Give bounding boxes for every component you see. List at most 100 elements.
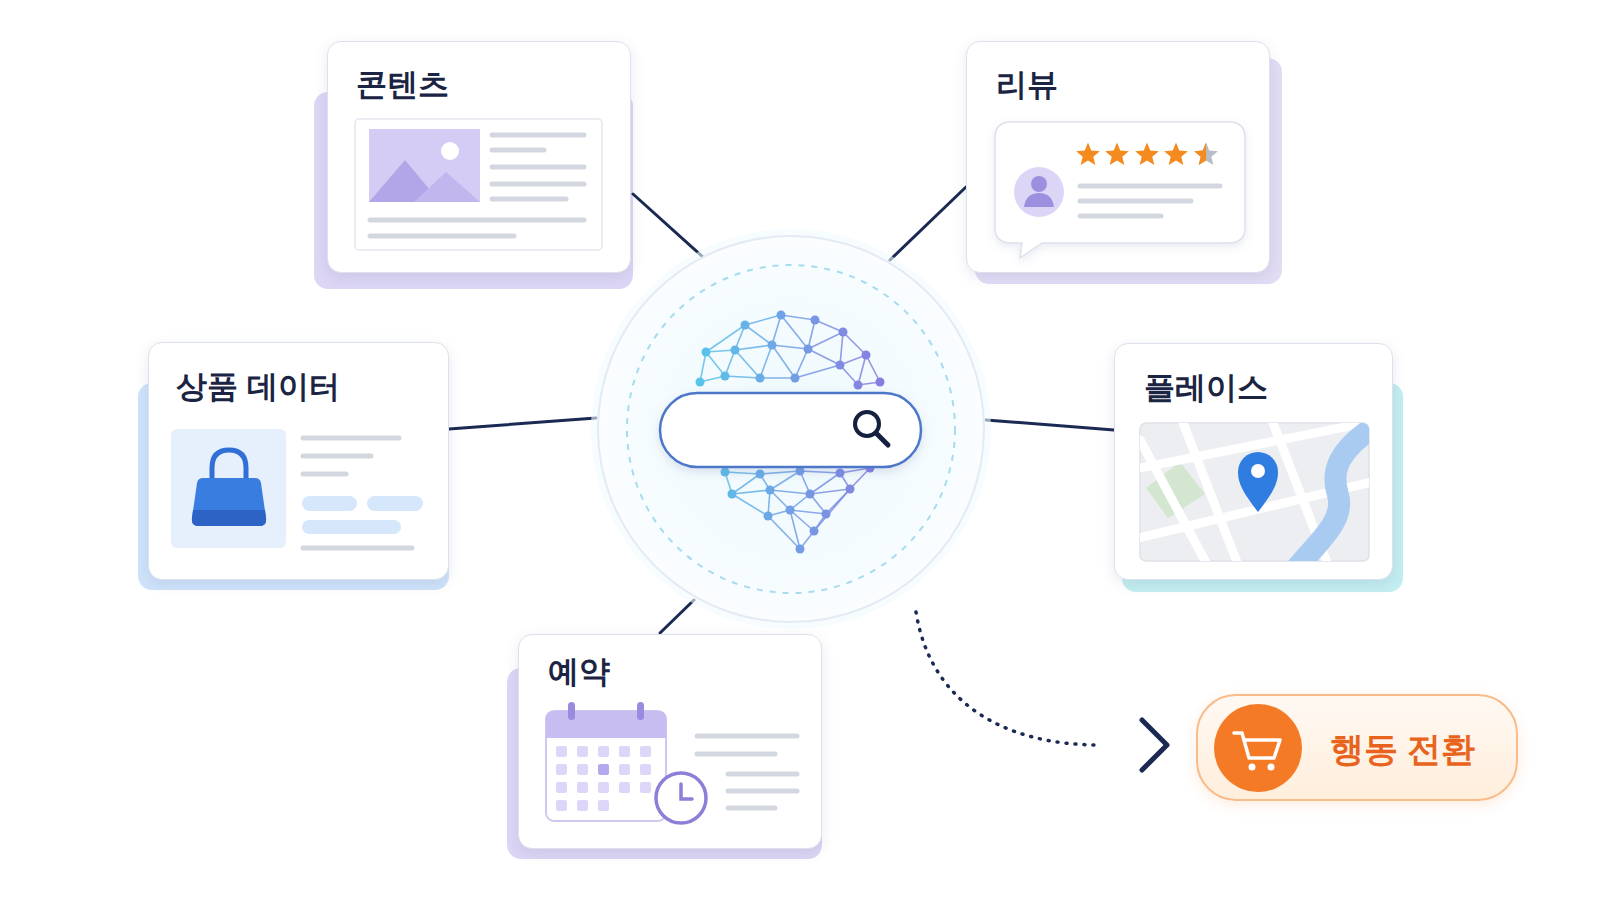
brain-network bbox=[702, 348, 711, 357]
calendar-grid bbox=[598, 800, 609, 811]
brain-network bbox=[735, 350, 760, 378]
rating-stars bbox=[1135, 143, 1159, 166]
map-illustration bbox=[1140, 480, 1369, 540]
brain-network bbox=[840, 468, 870, 473]
brain-network bbox=[772, 315, 781, 345]
map-illustration bbox=[1270, 423, 1330, 561]
search-bar bbox=[660, 393, 921, 467]
action-pill: 행동 전환 bbox=[1196, 694, 1518, 801]
product-illustration bbox=[303, 436, 399, 441]
content-illustration bbox=[492, 197, 566, 202]
brain-network bbox=[846, 485, 855, 494]
content-illustration bbox=[492, 182, 584, 187]
calendar-illustration bbox=[697, 734, 797, 739]
calendar-grid bbox=[640, 746, 651, 757]
calendar-illustration bbox=[546, 702, 797, 823]
node-title: 행동 전환 bbox=[1330, 729, 1475, 770]
brain-network bbox=[756, 374, 765, 383]
brain-network bbox=[760, 377, 795, 379]
content-illustration bbox=[441, 142, 459, 160]
cart-icon bbox=[1214, 704, 1302, 792]
search-bar bbox=[876, 433, 888, 445]
map-illustration bbox=[1180, 423, 1240, 561]
calendar-grid bbox=[556, 746, 567, 757]
brain-network bbox=[777, 311, 786, 320]
content-illustration bbox=[370, 218, 584, 223]
booking-card: 예약 bbox=[518, 634, 822, 849]
brain-network bbox=[770, 490, 810, 494]
brain-network bbox=[800, 471, 840, 473]
review-illustration bbox=[995, 122, 1245, 258]
brain-network bbox=[854, 381, 863, 390]
content-illustration bbox=[355, 119, 602, 250]
product-illustration bbox=[303, 438, 412, 548]
product-card: 상품 데이터 bbox=[148, 342, 449, 580]
brain-network bbox=[735, 345, 772, 350]
brain-network bbox=[721, 372, 730, 381]
content-illustration bbox=[370, 234, 514, 239]
product-illustration bbox=[303, 472, 346, 477]
calendar-illustration bbox=[656, 773, 706, 823]
brain-network bbox=[814, 489, 850, 531]
place-card: 플레이스 bbox=[1114, 343, 1393, 580]
brain-network bbox=[795, 349, 808, 378]
brain-network bbox=[810, 527, 819, 536]
brain-network bbox=[822, 510, 831, 519]
map-illustration bbox=[1140, 440, 1210, 561]
hub-circle bbox=[598, 236, 984, 622]
node-title: 리뷰 bbox=[996, 66, 1058, 103]
brain-network bbox=[796, 545, 805, 554]
product-illustration bbox=[192, 510, 266, 526]
calendar-grid bbox=[577, 800, 588, 811]
calendar-grid bbox=[556, 782, 567, 793]
brain-network bbox=[760, 345, 772, 378]
map-illustration bbox=[1251, 464, 1265, 478]
content-illustration bbox=[492, 133, 584, 138]
dotted-arrow bbox=[1142, 720, 1167, 770]
brain-network bbox=[745, 315, 781, 325]
cart-icon bbox=[1268, 764, 1275, 771]
calendar-grid bbox=[598, 746, 609, 757]
product-illustration bbox=[171, 429, 286, 548]
calendar-illustration bbox=[728, 772, 797, 777]
brain-network bbox=[790, 510, 826, 514]
content-illustration bbox=[414, 172, 480, 202]
node-title: 상품 데이터 bbox=[176, 368, 340, 405]
dotted-arrow bbox=[916, 612, 1167, 770]
rating-stars bbox=[1105, 143, 1129, 166]
brain-network bbox=[862, 351, 871, 360]
product-illustration bbox=[171, 429, 423, 548]
brain-network bbox=[791, 374, 800, 383]
brain-network bbox=[760, 471, 800, 474]
cart-icon bbox=[1234, 733, 1280, 758]
brain-network bbox=[808, 332, 843, 349]
calendar-illustration bbox=[637, 702, 644, 720]
calendar-grid bbox=[598, 764, 609, 775]
rating-stars bbox=[1076, 143, 1100, 166]
calendar-grid bbox=[577, 764, 588, 775]
map-illustration bbox=[1238, 452, 1278, 512]
rating-stars bbox=[1164, 143, 1188, 166]
spoke-lines bbox=[449, 418, 596, 429]
cart-icon bbox=[1249, 764, 1256, 771]
calendar-grid bbox=[556, 746, 651, 811]
rating-stars bbox=[1194, 143, 1206, 166]
spoke-lines bbox=[660, 600, 694, 633]
calendar-illustration bbox=[681, 784, 692, 799]
map-illustration bbox=[1140, 423, 1369, 561]
content-illustration bbox=[369, 160, 440, 202]
brain-network bbox=[725, 472, 760, 474]
brain-network bbox=[732, 474, 760, 494]
brain-network bbox=[781, 315, 808, 349]
map-illustration bbox=[1295, 428, 1369, 561]
product-illustration bbox=[367, 496, 423, 511]
calendar-grid bbox=[640, 782, 651, 793]
brain-network bbox=[795, 365, 840, 378]
review-illustration bbox=[995, 122, 1245, 258]
hub-circle bbox=[627, 265, 955, 593]
brain-network bbox=[811, 316, 820, 325]
calendar-grid bbox=[640, 764, 651, 775]
search-bar bbox=[660, 393, 921, 467]
content-illustration bbox=[369, 129, 480, 202]
